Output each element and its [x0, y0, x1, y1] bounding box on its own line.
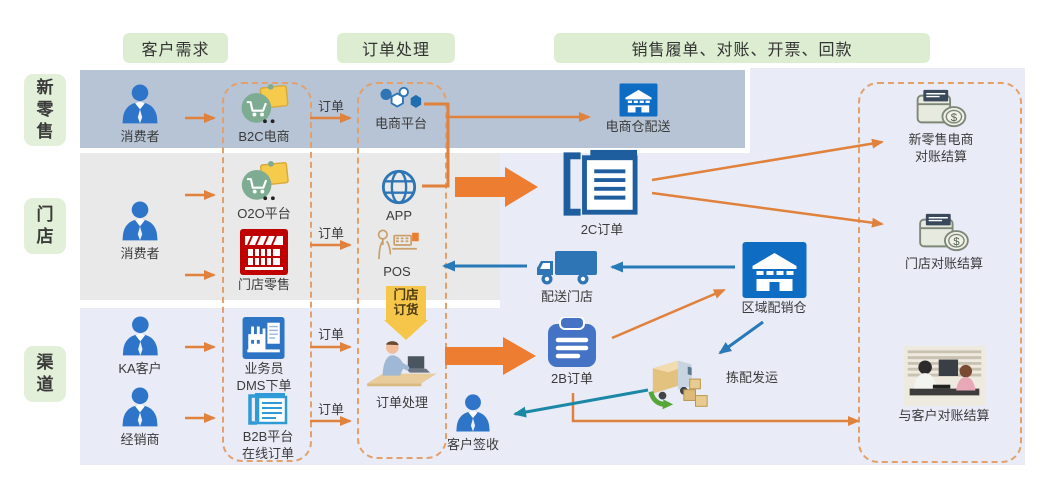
- node-label: 业务员 DMS下单: [236, 361, 292, 393]
- header-label: 订单处理: [361, 42, 430, 59]
- order-arrow-label: 订单: [317, 226, 345, 241]
- person-icon: [119, 200, 161, 244]
- pos-terminal-icon: [373, 228, 421, 262]
- wallet-coin-icon: [918, 212, 970, 254]
- order-arrow-label: 订单: [317, 402, 345, 417]
- document-icon: [245, 391, 291, 427]
- node-consumer-new-retail: 消费者: [119, 83, 161, 146]
- node-label: 区域配销仓: [741, 300, 807, 315]
- node-label: APP: [385, 208, 412, 223]
- node-label: 电商仓配送: [605, 119, 671, 134]
- node-label: 经销商: [120, 432, 160, 447]
- node-label: 消费者: [120, 246, 160, 261]
- down-arrow-icon: [384, 320, 428, 340]
- clipboard-icon: [545, 317, 599, 369]
- person-icon: [119, 386, 161, 430]
- lane-label-store: 门 店: [24, 198, 66, 254]
- node-o2o-platform: O2O平台: [237, 160, 291, 223]
- globe-icon: [380, 168, 418, 206]
- node-store-delivery: 配送门店: [535, 247, 599, 306]
- node-ecom-warehouse-delivery: 电商仓配送: [605, 83, 671, 136]
- node-label: 2C订单: [580, 222, 624, 237]
- node-regional-warehouse: 区域配销仓: [741, 242, 807, 317]
- node-app: APP: [380, 168, 418, 225]
- order-document-icon: [560, 148, 644, 220]
- node-label: 客户签收: [446, 437, 500, 452]
- node-2b-order: 2B订单: [545, 317, 599, 388]
- node-b2b-platform: B2B平台 在线订单: [242, 391, 294, 463]
- node-new-retail-settlement: 新零售电商 对账结算: [908, 88, 974, 166]
- node-label: 订单处理: [375, 395, 428, 410]
- node-ecommerce-platform: 电商平台: [375, 86, 427, 133]
- shopping-cart-icon: [238, 83, 290, 127]
- demand-channels-group-box: [222, 82, 312, 462]
- person-icon: [453, 393, 493, 435]
- shopping-cart-icon: [238, 160, 290, 204]
- node-label: B2C电商: [238, 129, 290, 144]
- node-pos: POS: [373, 228, 421, 281]
- order-arrow-label: 订单: [317, 327, 345, 342]
- node-ka-customer: KA客户: [118, 315, 162, 378]
- node-distributor: 经销商: [119, 386, 161, 449]
- warehouse-icon: [742, 242, 806, 298]
- node-label: 配送门店: [540, 289, 593, 304]
- header-fulfillment: 销售履单、对账、开票、回款: [554, 33, 930, 63]
- node-store-retail: 门店零售: [238, 229, 290, 294]
- person-icon: [119, 315, 161, 359]
- node-label: 门店对账结算: [904, 256, 984, 271]
- store-order-label: 门店 订货: [386, 286, 426, 320]
- order-arrow-label: 订单: [317, 99, 345, 114]
- node-label: O2O平台: [237, 206, 291, 221]
- node-label: KA客户: [118, 361, 162, 376]
- delivery-truck-icon: [535, 247, 599, 287]
- lane-label-channel: 渠 道: [24, 346, 66, 402]
- node-label: B2B平台 在线订单: [241, 429, 295, 461]
- settlement-group-box: [858, 82, 1022, 463]
- header-label: 客户需求: [141, 42, 210, 59]
- warehouse-icon: [619, 83, 657, 117]
- header-customer-demand: 客户需求: [123, 33, 228, 63]
- node-label: 与客户对账结算: [898, 408, 990, 423]
- node-label-picking-shipping: 拣配发运: [726, 370, 779, 385]
- factory-icon: [243, 317, 285, 359]
- lane-channel-band: [80, 308, 500, 465]
- picking-shipping-icon-wrap: [645, 350, 713, 414]
- node-b2c-ecommerce: B2C电商: [238, 83, 290, 146]
- cargo-truck-icon: [645, 350, 713, 414]
- lane-label-new-retail: 新 零 售: [24, 74, 66, 146]
- node-customer-sign: 客户签收: [447, 393, 499, 454]
- node-store-order-highlight: 门店 订货: [384, 286, 428, 340]
- hexagon-network-icon: [378, 86, 424, 114]
- node-label: POS: [383, 264, 411, 279]
- node-2c-order: 2C订单: [560, 148, 644, 239]
- header-order-processing: 订单处理: [337, 33, 455, 63]
- node-label: 2B订单: [551, 371, 593, 386]
- node-store-settlement: 门店对账结算: [905, 212, 983, 273]
- node-label: 电商平台: [374, 116, 428, 131]
- person-icon: [119, 83, 161, 127]
- storefront-icon: [240, 229, 288, 275]
- node-label: 门店零售: [237, 277, 291, 292]
- node-label: 新零售电商 对账结算: [908, 132, 974, 164]
- node-salesman-dms: 业务员 DMS下单: [236, 317, 292, 395]
- node-order-handling: 订单处理: [365, 333, 439, 412]
- node-label: 消费者: [120, 129, 160, 144]
- node-consumer-store: 消费者: [119, 200, 161, 263]
- people-at-desk-photo: [903, 346, 985, 406]
- wallet-coin-icon: [915, 88, 967, 130]
- worker-at-laptop-icon: [365, 333, 439, 393]
- node-customer-settlement: 与客户对账结算: [898, 346, 990, 425]
- header-label: 销售履单、对账、开票、回款: [631, 42, 853, 59]
